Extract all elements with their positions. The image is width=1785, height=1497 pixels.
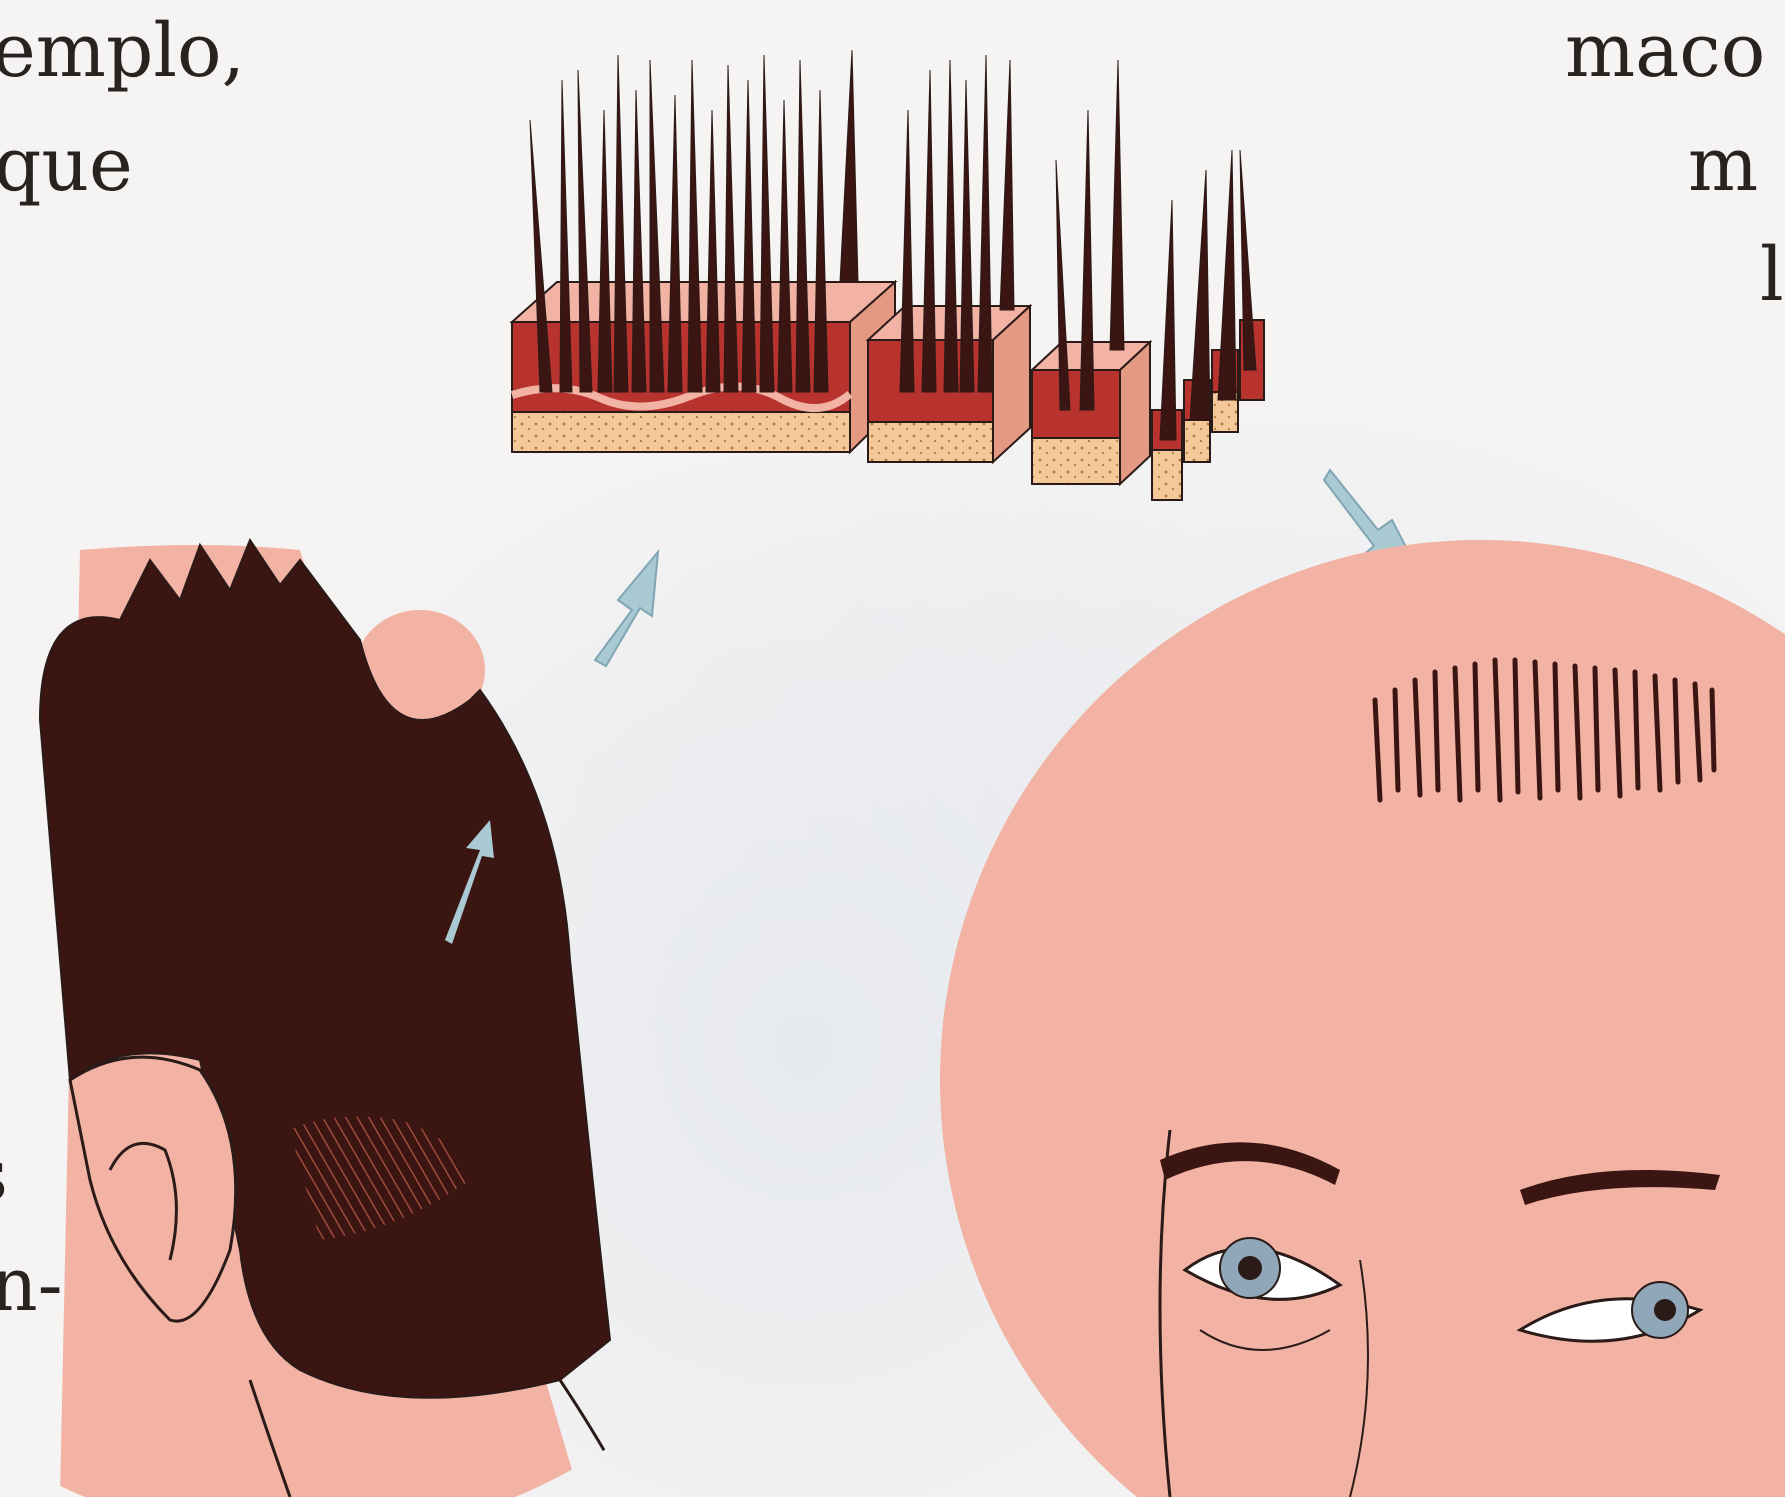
recipient-head-illustration bbox=[900, 500, 1785, 1497]
donor-head-illustration bbox=[40, 540, 630, 1497]
skin-blocks-diagram bbox=[512, 50, 1264, 500]
arrow-up-left-icon bbox=[595, 552, 658, 666]
